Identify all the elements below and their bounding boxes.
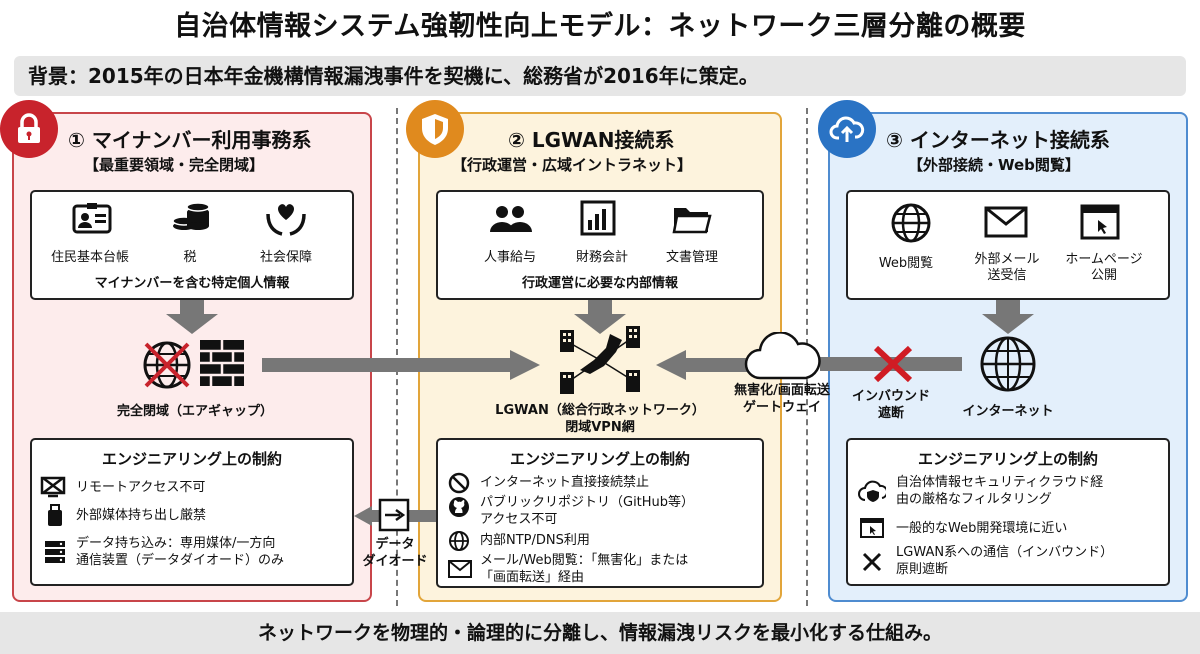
panel2-title: ② LGWAN接続系 bbox=[508, 128, 675, 152]
usb-icon bbox=[46, 504, 64, 528]
globe-icon bbox=[890, 202, 932, 244]
mail-icon bbox=[984, 206, 1028, 238]
panel1-caption: マイナンバーを含む特定個人情報 bbox=[94, 276, 290, 291]
panel3-subtitle: 【外部接続・Web閲覧】 bbox=[908, 156, 1080, 174]
cloud-upload-icon bbox=[818, 100, 876, 158]
shield-icon bbox=[406, 100, 464, 158]
item-label: 文書管理 bbox=[665, 250, 718, 265]
item-label: 外部メール 送受信 bbox=[974, 252, 1040, 283]
constraint-text: 一般的なWeb開発環境に近い bbox=[896, 521, 1068, 536]
constraint-text: 内部NTP/DNS利用 bbox=[480, 533, 590, 548]
lgwan-network-icon bbox=[550, 322, 650, 398]
down-arrow-icon bbox=[574, 300, 626, 334]
red-x-icon bbox=[872, 344, 914, 384]
item-label: 住民基本台帳 bbox=[50, 250, 129, 265]
panel1-node-label: 完全閉域（エアギャップ） bbox=[116, 404, 273, 419]
down-arrow-icon bbox=[982, 300, 1034, 334]
constraints-title: エンジニアリング上の制約 bbox=[101, 450, 282, 468]
github-icon bbox=[448, 496, 470, 518]
constraint-text: 自治体情報セキュリティクラウド経 由の厳格なフィルタリング bbox=[896, 475, 1104, 507]
panel1-constraints bbox=[30, 438, 354, 586]
gateway-label: 無害化/画面転送 ゲートウェイ bbox=[734, 383, 830, 415]
cloud-gateway-icon bbox=[742, 332, 822, 384]
panel3-constraints bbox=[846, 438, 1170, 586]
constraints-title: エンジニアリング上の制約 bbox=[509, 450, 690, 468]
panel2-subtitle: 【行政運営・広域イントラネット】 bbox=[452, 156, 693, 174]
item-label: Web閲覧 bbox=[878, 256, 934, 271]
arrow-to-lgwan bbox=[262, 350, 540, 380]
panel1-subtitle: 【最重要領域・完全閉域】 bbox=[84, 156, 265, 174]
server-icon bbox=[44, 540, 66, 564]
constraint-text: インターネット直接接続禁止 bbox=[480, 475, 650, 490]
browser-icon bbox=[860, 518, 884, 538]
people-icon bbox=[488, 204, 532, 234]
item-label: 税 bbox=[183, 250, 197, 265]
item-label: 財務会計 bbox=[575, 250, 628, 265]
lock-icon bbox=[0, 100, 58, 158]
down-arrow-icon bbox=[166, 300, 218, 334]
constraint-text: LGWAN系への通信（インバウンド） 原則遮断 bbox=[896, 545, 1114, 577]
coins-icon bbox=[170, 200, 214, 236]
browser-icon bbox=[1080, 204, 1120, 240]
panel1-title: ① マイナンバー利用事務系 bbox=[68, 128, 312, 152]
heart-hands-icon bbox=[264, 200, 308, 238]
lgwan-node-label: LGWAN（総合行政ネットワーク） 閉域VPN網 bbox=[495, 403, 705, 435]
panel3-title: ③ インターネット接続系 bbox=[886, 128, 1110, 152]
item-label: ホームページ 公開 bbox=[1065, 252, 1143, 283]
item-label: 人事給与 bbox=[483, 250, 536, 265]
bar-chart-icon bbox=[580, 200, 616, 236]
item-label: 社会保障 bbox=[259, 250, 312, 265]
folder-icon bbox=[672, 204, 712, 234]
firewall-icon bbox=[200, 340, 244, 386]
cloud-shield-icon bbox=[858, 480, 886, 504]
panel2-data-box bbox=[436, 190, 764, 300]
constraint-text: メール/Web閲覧：「無害化」または 「画面転送」経由 bbox=[480, 553, 689, 585]
panel3-node-label: インターネット bbox=[962, 404, 1054, 419]
constraint-text: データ持ち込み：専用媒体/一方向 通信装置（データダイオード）のみ bbox=[76, 536, 285, 568]
panel2-caption: 行政運営に必要な内部情報 bbox=[521, 276, 678, 291]
data-diode-icon bbox=[378, 498, 410, 532]
panel2-constraints bbox=[436, 438, 764, 588]
id-card-icon bbox=[72, 202, 112, 234]
inbound-label: インバウンド 遮断 bbox=[851, 389, 930, 421]
mail-icon bbox=[448, 560, 472, 578]
constraint-text: リモートアクセス不可 bbox=[76, 480, 206, 495]
globe-icon bbox=[448, 530, 470, 552]
background-note: 背景：2015年の日本年金機構情報漏洩事件を契機に、総務省が2016年に策定。 bbox=[14, 56, 1186, 96]
no-remote-icon bbox=[40, 476, 66, 498]
footer-summary: ネットワークを物理的・論理的に分離し、情報漏洩リスクを最小化する仕組み。 bbox=[0, 612, 1200, 654]
constraint-text: 外部媒体持ち出し厳禁 bbox=[76, 508, 207, 523]
constraint-text: パブリックリポジトリ（GitHub等） アクセス不可 bbox=[480, 495, 695, 527]
page-title: 自治体情報システム強靭性向上モデル：ネットワーク三層分離の概要 bbox=[174, 11, 1026, 42]
divider-left bbox=[396, 108, 398, 606]
constraints-title: エンジニアリング上の制約 bbox=[917, 450, 1098, 468]
arrow-from-gateway bbox=[656, 350, 756, 380]
blocked-globe-icon bbox=[140, 338, 194, 392]
prohibited-icon bbox=[448, 472, 470, 494]
diode-label: データ ダイオード bbox=[362, 537, 428, 569]
internet-globe-icon bbox=[978, 334, 1038, 394]
x-icon bbox=[862, 552, 882, 572]
